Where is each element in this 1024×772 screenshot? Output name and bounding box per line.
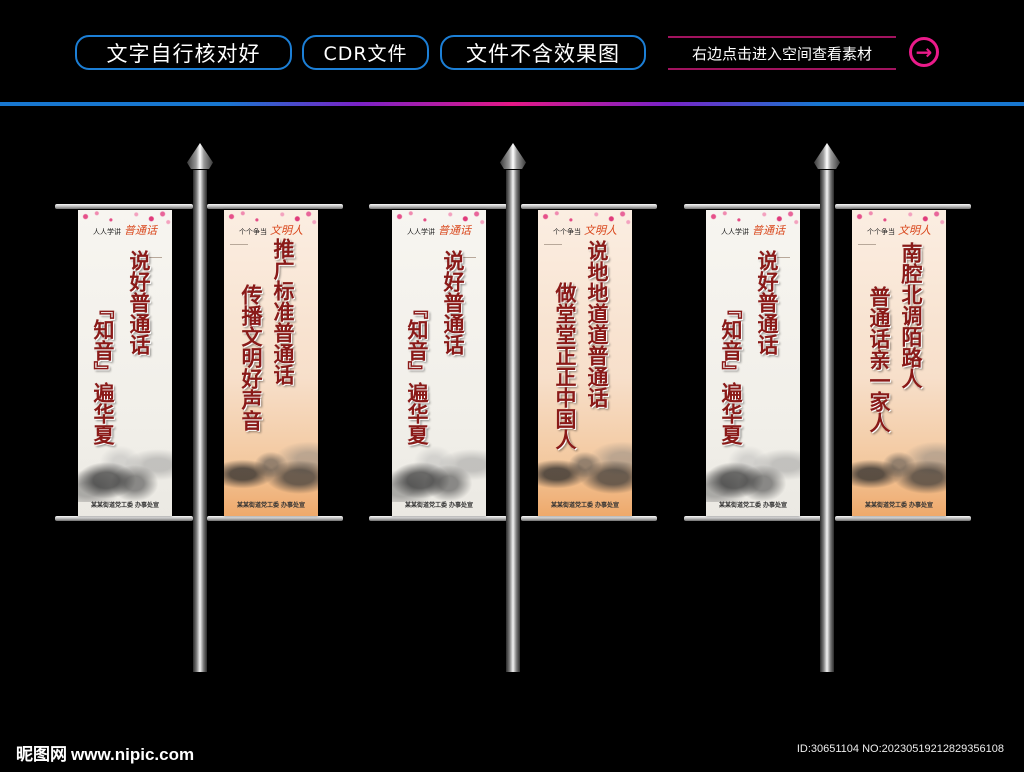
banner-header: 个个争当文明人 — [867, 224, 931, 237]
banner-footer: 某某街道党工委 办事处宣 — [236, 502, 306, 509]
bottom-rod-right — [835, 516, 971, 521]
banner-header: 人人学讲普通话 — [407, 224, 471, 237]
slogan-column-left: 传播文明好声音 — [239, 284, 263, 431]
top-rod-left — [369, 204, 507, 209]
slogan-column-right: 说好普通话 — [127, 250, 151, 355]
top-rod-right — [835, 204, 971, 209]
ink-landscape — [224, 440, 318, 502]
banner-header: 人人学讲普通话 — [721, 224, 785, 237]
banner-footer: 某某街道党工委 办事处宣 — [404, 502, 474, 509]
banner-footer: 某某街道党工委 办事处宣 — [864, 502, 934, 509]
blossom-decoration — [392, 210, 486, 232]
bottom-rod-left — [55, 516, 193, 521]
top-rod-left — [55, 204, 193, 209]
banner-footer: 某某街道党工委 办事处宣 — [90, 502, 160, 509]
image-id: ID:30651104 NO:20230519212829356108 — [796, 743, 1004, 755]
bottom-rod-left — [369, 516, 507, 521]
blossom-decoration — [224, 210, 318, 232]
top-rod-right — [521, 204, 657, 209]
slogan-column-right: 说地地道道普通话 — [585, 240, 609, 408]
banner-left: 人人学讲普通话 说好普通话 『知音』遍华夏 某某街道党工委 办事处宣 — [78, 210, 172, 516]
bottom-rod-right — [521, 516, 657, 521]
banner-right: 个个争当文明人 推广标准普通话 传播文明好声音 某某街道党工委 办事处宣 — [224, 210, 318, 516]
decorative-line — [140, 257, 162, 258]
tag-no-effect-image: 文件不含效果图 — [440, 35, 646, 70]
banner-header: 人人学讲普通话 — [93, 224, 157, 237]
gradient-divider — [0, 102, 1024, 106]
tag-proofread: 文字自行核对好 — [75, 35, 292, 70]
banner-right: 个个争当文明人 说地地道道普通话 做堂堂正正中国人 某某街道党工委 办事处宣 — [538, 210, 632, 516]
slogan-column-right: 推广标准普通话 — [271, 238, 295, 385]
ink-landscape — [706, 440, 800, 502]
ink-landscape — [392, 440, 486, 502]
top-rod-right — [207, 204, 343, 209]
pole-finial-icon — [814, 143, 840, 169]
tag-cdr-file: CDR文件 — [302, 35, 429, 70]
slogan-column-right: 说好普通话 — [755, 250, 779, 355]
banner-right: 个个争当文明人 南腔北调陌路人 普通话亲一家人 某某街道党工委 办事处宣 — [852, 210, 946, 516]
site-url: www.nipic.com — [71, 745, 195, 764]
pole-finial-icon — [187, 143, 213, 169]
brand-name: 昵图网 — [16, 745, 67, 765]
top-rod-left — [684, 204, 822, 209]
banner-header: 个个争当文明人 — [239, 224, 303, 237]
lamp-pole — [193, 170, 207, 672]
slogan-column-left: 做堂堂正正中国人 — [553, 282, 577, 450]
blossom-decoration — [538, 210, 632, 232]
banner-left: 人人学讲普通话 说好普通话 『知音』遍华夏 某某街道党工委 办事处宣 — [706, 210, 800, 516]
slogan-column-left: 『知音』遍华夏 — [91, 298, 115, 445]
decorative-line — [454, 257, 476, 258]
slogan-column-right: 说好普通话 — [441, 250, 465, 355]
header-bar: 文字自行核对好 CDR文件 文件不含效果图 右边点击进入空间查看素材 → — [0, 0, 1024, 100]
banner-footer: 某某街道党工委 办事处宣 — [718, 502, 788, 509]
banner-left: 人人学讲普通话 说好普通话 『知音』遍华夏 某某街道党工委 办事处宣 — [392, 210, 486, 516]
ink-landscape — [538, 440, 632, 502]
banner-header: 个个争当文明人 — [553, 224, 617, 237]
ink-landscape — [852, 440, 946, 502]
slogan-column-left: 『知音』遍华夏 — [719, 298, 743, 445]
slogan-column-right: 南腔北调陌路人 — [899, 242, 923, 389]
slogan-column-left: 『知音』遍华夏 — [405, 298, 429, 445]
decorative-line — [544, 244, 562, 245]
lamp-pole — [820, 170, 834, 672]
ink-landscape — [78, 440, 172, 502]
blossom-decoration — [852, 210, 946, 232]
decorative-line — [858, 244, 876, 245]
bottom-rod-left — [684, 516, 822, 521]
decorative-line — [230, 244, 248, 245]
bottom-rod-right — [207, 516, 343, 521]
view-space-link[interactable]: 右边点击进入空间查看素材 — [668, 36, 896, 70]
lamp-pole — [506, 170, 520, 672]
blossom-decoration — [78, 210, 172, 232]
arrow-right-icon[interactable]: → — [909, 37, 939, 67]
pole-finial-icon — [500, 143, 526, 169]
decorative-line — [768, 257, 790, 258]
banner-footer: 某某街道党工委 办事处宣 — [550, 502, 620, 509]
blossom-decoration — [706, 210, 800, 232]
slogan-column-left: 普通话亲一家人 — [867, 286, 891, 433]
